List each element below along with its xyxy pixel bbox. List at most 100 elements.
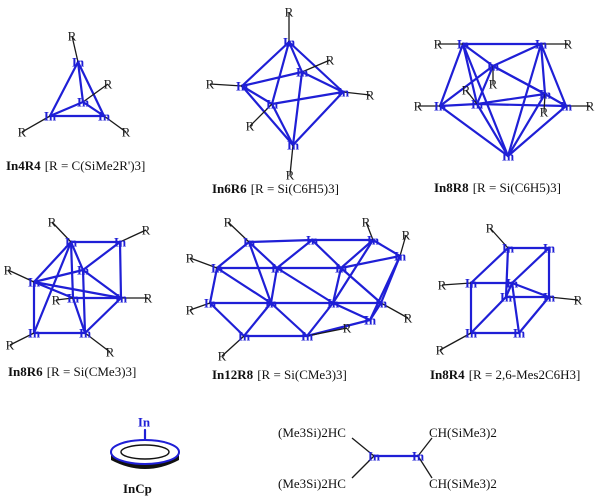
indium-atom-label: In [287,138,300,153]
caption-detail: [R = Si(CMe3)3] [257,367,347,382]
indium-atom-label: In [72,55,85,70]
substituent-r-label: R [186,303,195,318]
dimer-substituent-top-left: (Me3Si)2HC [278,425,346,440]
in-in-bond [287,40,345,94]
indium-atom-label: In [301,329,314,344]
indium-atom-label: In [500,290,513,305]
in-in-bond [339,254,402,270]
substituent-r-label: R [285,5,294,20]
in-in-bond [275,266,335,305]
indium-atom-label: In [487,59,500,74]
in-in-bond [506,42,543,158]
substituent-r-label: R [486,221,495,236]
indium-atom-label: In [327,296,340,311]
in-in-bond [539,42,547,96]
in-in-bond [469,246,510,285]
indium-atom-label: In [296,65,309,80]
in-r-bond [465,89,478,105]
indium-atom-label: In [375,296,388,311]
substituent-r-label: R [224,215,233,230]
substituent-r-label: R [414,99,423,114]
in-r-bond [71,35,79,63]
in-in-bond [438,104,510,158]
indium-atom-label: In [368,449,381,464]
in-in-bond [506,104,568,158]
indium-atom-label: In [65,235,78,250]
in-in-bond [469,295,508,335]
indium-atom-label: In [434,99,447,114]
indium-atom-label: In [543,241,556,256]
caption-detail: [R = C(SiMe2R')3] [45,158,146,173]
in-in-bond [208,301,246,338]
indium-atom-label: In [535,37,548,52]
indium-atom-label: In [77,263,90,278]
substituent-r-label: R [366,88,375,103]
caption-formula: In12R8 [212,367,254,382]
in-r-bond [227,221,250,243]
in-in-bond [69,240,85,272]
indium-atom-label: In [238,329,251,344]
substituent-r-label: R [564,37,573,52]
in-c-bond [417,437,433,457]
in-r-bond [301,59,331,73]
substituent-r-label: R [52,293,61,308]
substituent-r-label: R [326,53,335,68]
in-r-bond [51,221,72,243]
indium-atom-label: In [98,109,111,124]
in-in-bond [291,70,304,147]
in-r-bond [103,115,127,133]
in-in-bond [270,40,291,106]
in-in-bond [543,92,568,108]
indium-atom-label: In [115,291,128,306]
substituent-r-label: R [48,215,57,230]
substituent-r-label: R [462,83,471,98]
in-r-bond [119,229,147,243]
bond-layer [7,12,590,479]
substituent-r-label: R [246,119,255,134]
in-in-bond [208,266,219,305]
indium-atom-label: In [265,296,278,311]
caption-detail: [R = Si(C6H5)3] [473,180,561,195]
in-in-bond [247,240,279,270]
in-in-bond [339,238,375,270]
indium-atom-label: In [236,79,249,94]
indium-atom-label: In [138,415,151,430]
substituent-r-label: R [574,293,583,308]
substituent-r-label: R [286,168,295,183]
in-r-bond [489,227,509,249]
caption-in8r6: In8R6[R = Si(CMe3)3] [8,364,136,379]
in-in-bond [76,60,85,104]
in-in-bond [504,281,514,299]
substituent-r-label: R [586,99,595,114]
in-r-bond [189,302,211,311]
in-c-bond [417,455,433,479]
in-in-bond [215,266,273,305]
indium-atom-label: In [266,97,279,112]
indium-atom-label: In [506,276,519,291]
indium-atom-label: In [271,261,284,276]
in-r-bond [189,257,218,269]
in-r-bond [441,282,472,286]
in-in-bond [510,281,551,299]
indium-atom-label: In [114,235,127,250]
in-r-bond [342,91,371,96]
caption-in8r4: In8R4[R = 2,6-Mes2C6H3] [430,367,580,382]
substituent-r-label: R [122,125,131,140]
in-r-bond [21,115,51,133]
indium-atom-label: In [502,149,515,164]
in-in-bond [305,301,335,338]
caption-incp: InCp [123,481,152,496]
caption-in4r4: In4R4[R = C(SiMe2R')3] [6,158,145,173]
in-in-bond [48,100,85,118]
substituent-r-label: R [186,251,195,266]
in-in-bond [438,102,479,108]
indium-atom-label: In [79,326,92,341]
caption-in6r6: In6R6[R = Si(C6H5)3] [212,181,339,196]
in-in-bond [506,92,547,158]
in-in-bond [32,280,75,300]
indium-atom-label: In [471,97,484,112]
indium-atom-label: In [364,313,377,328]
caption-formula: In8R4 [430,367,465,382]
in-in-bond [247,240,273,305]
